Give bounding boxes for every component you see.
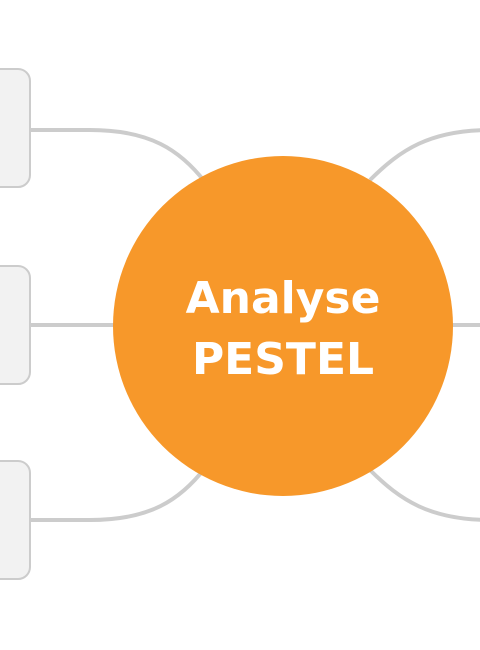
connector-left-top <box>30 128 207 184</box>
factor-box-left-top[interactable] <box>0 68 31 188</box>
center-hub[interactable] <box>113 156 453 496</box>
center-title-line1: Analyse <box>186 273 381 324</box>
factor-box-left-bottom[interactable] <box>0 460 31 580</box>
factor-box-left-middle[interactable] <box>0 265 31 385</box>
connector-right-bottom <box>368 468 480 522</box>
connector-left-bottom <box>30 466 207 522</box>
center-title-line2: PESTEL <box>192 334 374 385</box>
connector-right-top <box>368 128 480 182</box>
